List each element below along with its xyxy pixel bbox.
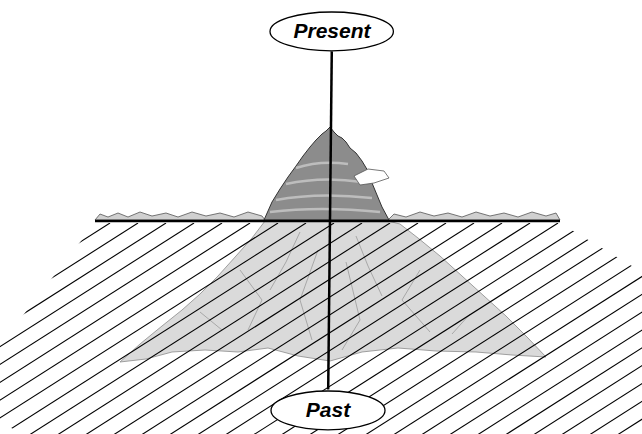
hatch-line — [418, 223, 642, 434]
hatch-line — [166, 223, 642, 434]
peak-bands — [270, 163, 380, 212]
hatch-line — [362, 223, 642, 434]
hatch-line — [0, 223, 474, 434]
hatch-line — [0, 223, 446, 434]
hatch-line — [278, 223, 642, 434]
hatch-line — [0, 223, 250, 434]
hatch-line — [0, 223, 390, 434]
hatch-line — [0, 223, 502, 434]
hatch-line — [194, 223, 642, 434]
hatch-line — [474, 223, 642, 434]
hatch-line — [110, 223, 642, 434]
hatch-line — [54, 223, 642, 434]
horizontal-axis — [95, 220, 560, 223]
hatch-line — [138, 223, 642, 434]
hatch-line — [0, 223, 530, 434]
hatch-line — [390, 223, 642, 434]
hatch-line — [0, 223, 642, 434]
hatch-line — [0, 223, 586, 434]
hatch-line — [250, 223, 642, 434]
hatch-line — [222, 223, 642, 434]
hatch-line — [0, 223, 306, 434]
hatch-line — [0, 223, 614, 434]
present-peak — [264, 127, 389, 220]
hatch-line — [0, 223, 642, 434]
time-oval: Past — [270, 390, 386, 431]
hatch-line — [82, 223, 642, 434]
time-oval: Present — [269, 11, 394, 52]
oval-label: Present — [293, 19, 370, 42]
oval-shape — [271, 391, 385, 430]
hatch-line — [0, 223, 418, 434]
hatch-line — [0, 223, 278, 434]
oval-shape — [270, 12, 393, 51]
hatch-line — [0, 223, 110, 434]
oval-label: Past — [306, 398, 350, 421]
hatch-line — [0, 223, 222, 434]
past-mass-texture — [200, 232, 470, 350]
peak-highlight — [354, 169, 389, 185]
hatch-line — [0, 223, 558, 434]
past-mass — [120, 221, 546, 362]
time-axis — [328, 51, 332, 389]
plane-hatching — [0, 223, 642, 434]
hatch-line — [0, 223, 642, 434]
hatch-line — [446, 223, 642, 434]
hatch-line — [26, 223, 642, 434]
